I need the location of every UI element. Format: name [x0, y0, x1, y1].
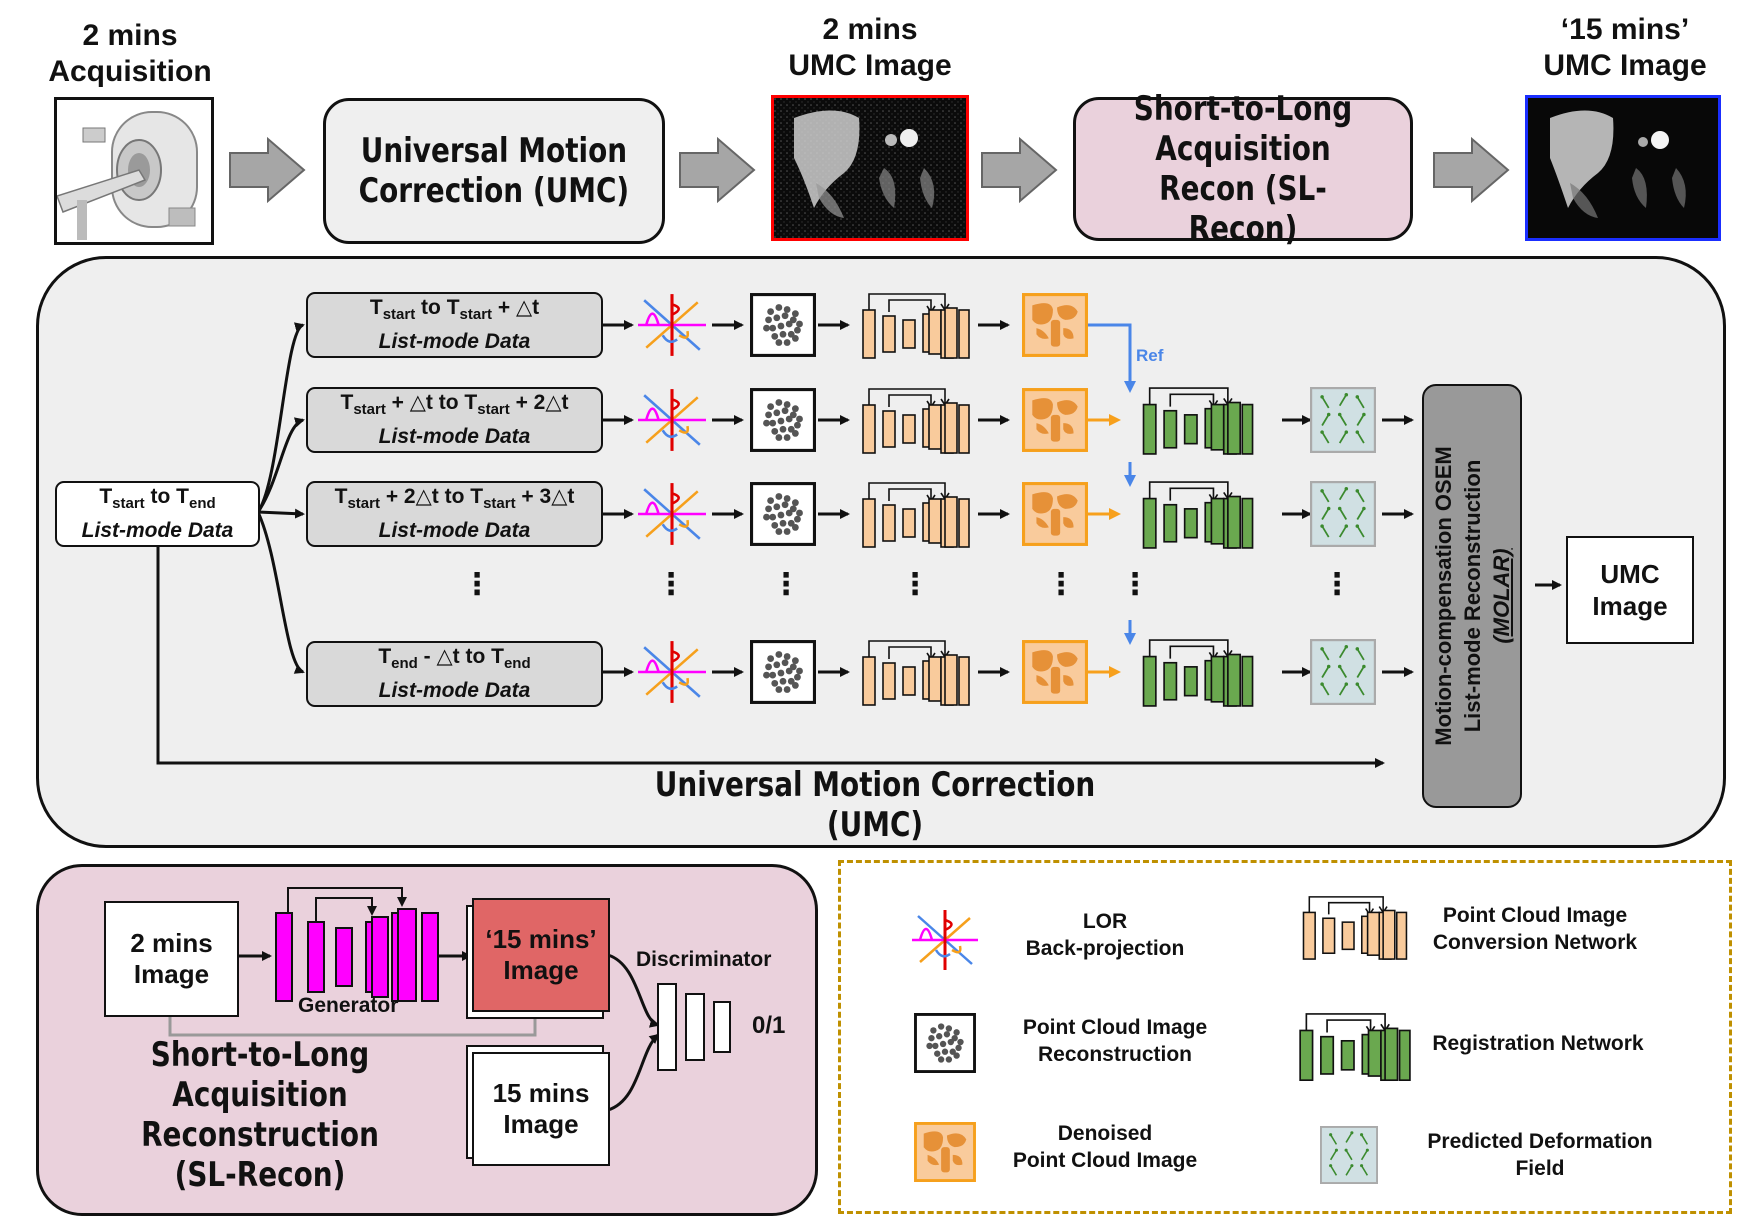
lor-backprojection-icon [638, 388, 706, 452]
registration-network-icon [1122, 478, 1272, 550]
point-cloud-recon-icon [750, 482, 816, 546]
denoised-point-cloud-icon [1022, 293, 1088, 357]
molar-box: Motion-compensation OSEM List-mode Recon… [1422, 384, 1522, 808]
discriminator-label: Discriminator [636, 948, 772, 971]
lor-backprojection-icon [638, 293, 706, 357]
legend-denoised-icon [913, 1122, 977, 1182]
generator-network-icon [275, 908, 439, 1002]
legend-reg-label: Registration Network [1432, 1032, 1644, 1055]
scanner-image [54, 97, 214, 245]
point-cloud-network-icon [856, 385, 974, 455]
denoised-point-cloud-icon [1022, 482, 1088, 546]
generator-label: Generator [298, 994, 399, 1017]
umc-2min-image [771, 95, 969, 241]
registration-network-icon [1122, 636, 1272, 708]
point-cloud-recon-icon [750, 640, 816, 704]
denoised-point-cloud-icon [1022, 388, 1088, 452]
lor-backprojection-icon [638, 482, 706, 546]
deformation-field-icon [1310, 639, 1376, 705]
umc-15min-image [1525, 95, 1721, 241]
ref-label: Ref [1136, 346, 1164, 365]
legend-pcrecon-icon [913, 1013, 977, 1073]
point-cloud-network-icon [856, 290, 974, 360]
point-cloud-network-icon [856, 479, 974, 549]
deformation-field-icon [1310, 481, 1376, 547]
legend-pcnet-icon [1296, 893, 1412, 961]
umc-panel-title: Universal Motion Correction (UMC) [654, 765, 1096, 845]
discriminator-network-icon [657, 983, 731, 1071]
full-listmode-box: Tstart to Tend List-mode Data [55, 481, 260, 547]
legend-reg-icon [1296, 1008, 1412, 1084]
lor-backprojection-icon [638, 640, 706, 704]
final-image-label: ‘15 mins’UMC Image [1543, 13, 1707, 82]
fake-15min-box: ‘15 mins’Image [472, 898, 610, 1012]
legend-field-icon [1318, 1126, 1380, 1184]
point-cloud-recon-icon [750, 293, 816, 357]
legend-box [838, 860, 1732, 1214]
registration-network-icon [1122, 384, 1272, 456]
deformation-field-icon [1310, 387, 1376, 453]
point-cloud-network-icon [856, 637, 974, 707]
legend-lor-icon [912, 910, 978, 970]
top-flow-arrows [229, 136, 1510, 204]
discriminator-output: 0/1 [752, 1012, 786, 1039]
denoised-point-cloud-icon [1022, 640, 1088, 704]
point-cloud-recon-icon [750, 388, 816, 452]
